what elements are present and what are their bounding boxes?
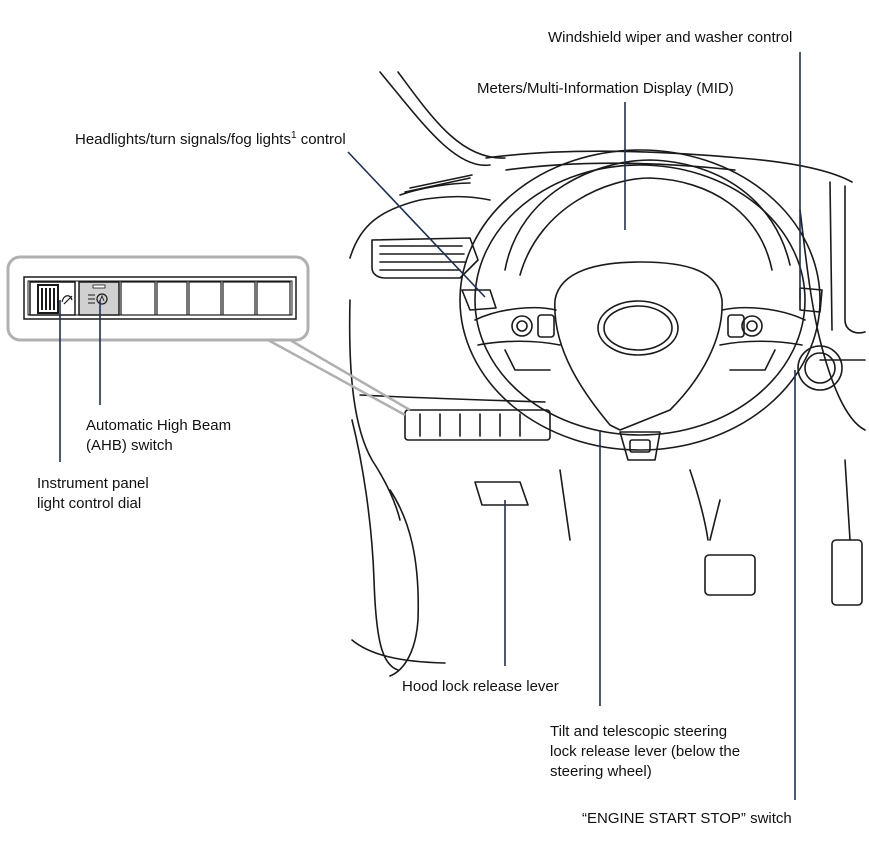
steering-wheel [459,149,823,461]
engine-start-button [797,345,843,391]
label-ahb-1: Automatic High Beam [86,417,231,434]
label-ahb-2: (AHB) switch [86,437,173,454]
toyota-emblem [597,300,679,356]
pedals [704,459,863,606]
ahb-icon [78,281,120,316]
labels: Windshield wiper and washer control Mete… [37,29,792,827]
dashboard-illustration [348,71,866,677]
label-hood: Hood lock release lever [402,678,559,695]
switch-panel-inset [6,255,411,417]
label-tilt-3: steering wheel) [550,763,652,780]
label-dial-2: light control dial [37,495,141,512]
leader-headlights [347,151,486,298]
label-mid: Meters/Multi-Information Display (MID) [477,80,734,97]
label-wiper: Windshield wiper and washer control [548,29,792,46]
leader-lines [59,52,801,800]
label-dial-1: Instrument panel [37,475,149,492]
dial-icon [29,281,76,316]
label-tilt-2: lock release lever (below the [550,743,740,760]
label-headlights: Headlights/turn signals/fog lights1 cont… [75,130,346,148]
label-engine: “ENGINE START STOP” switch [582,810,792,827]
label-tilt-1: Tilt and telescopic steering [550,723,727,740]
